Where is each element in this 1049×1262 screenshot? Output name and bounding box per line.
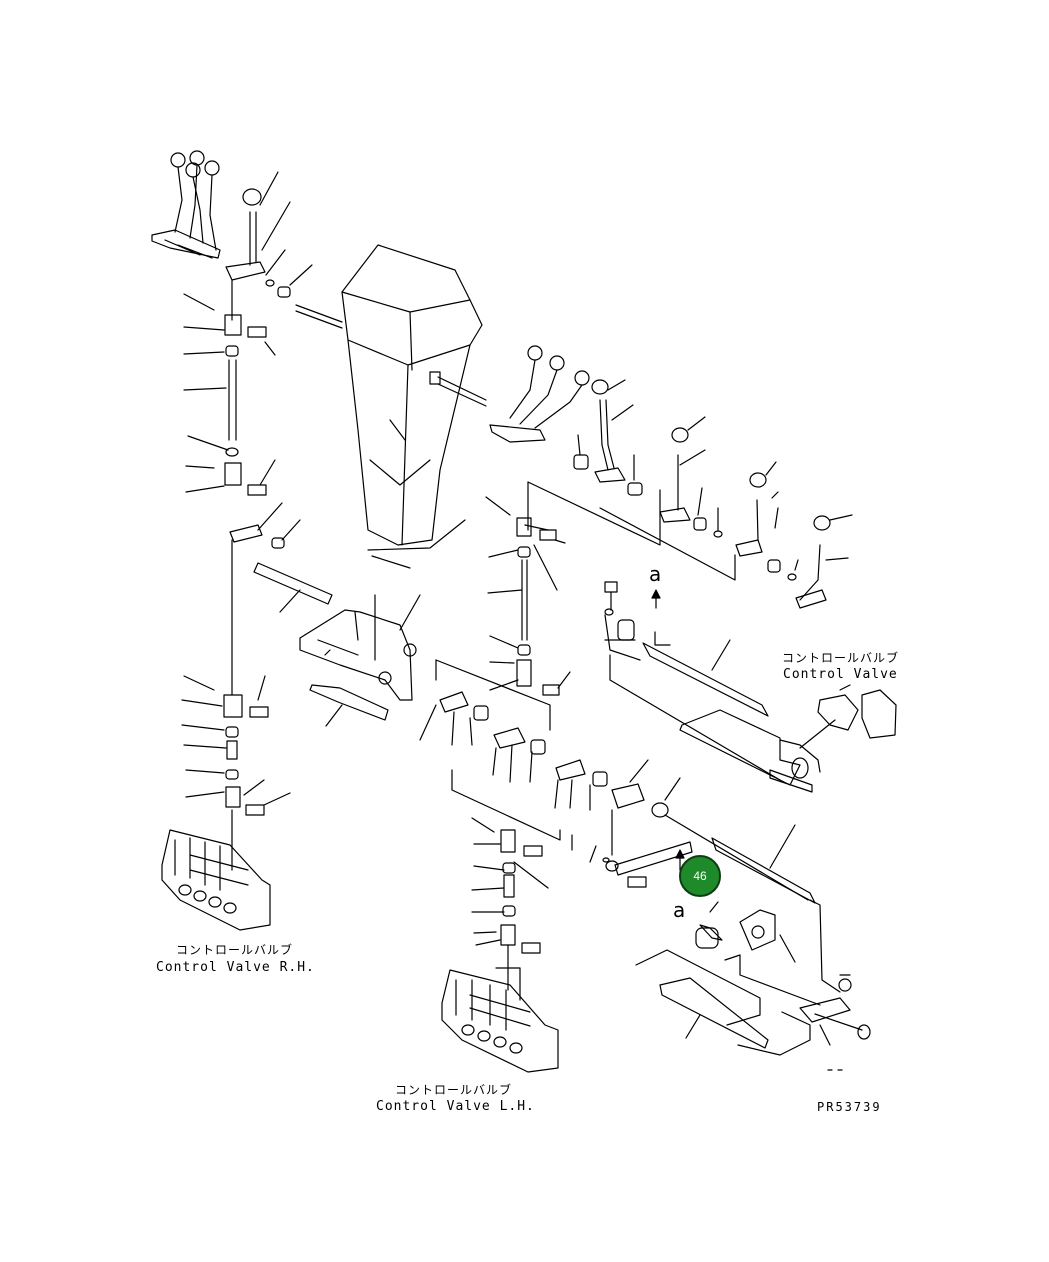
reference-letter-a-bottom: a <box>673 898 686 922</box>
control-valve-label-ja: コントロールバルブ <box>782 651 900 665</box>
reference-letter-a-top: a <box>649 562 662 586</box>
control-valve-label-en: Control Valve <box>783 667 898 682</box>
top-frame-lines <box>485 481 736 696</box>
center-console <box>295 244 487 569</box>
left-lever-group <box>151 150 291 321</box>
lower-right-linkage <box>589 809 871 1071</box>
lower-middle-rod <box>471 817 549 1001</box>
center-lever-group <box>489 345 853 609</box>
drawing-number: PR53739 <box>817 1100 882 1114</box>
control-valve-rh-label-ja: コントロールバルブ <box>176 943 294 957</box>
control-valve-lh-label-ja: コントロールバルブ <box>395 1083 513 1097</box>
middle-linkage <box>419 659 681 851</box>
reference-arrows <box>651 589 685 871</box>
right-rod-assembly <box>604 581 897 793</box>
control-valve-rh-drawing <box>161 829 271 931</box>
control-valve-lh-drawing <box>441 969 559 1073</box>
callout-46-label: 46 <box>693 869 707 883</box>
leader-lines-left <box>181 171 313 806</box>
control-valve-lh-label-en: Control Valve L.H. <box>376 1099 535 1114</box>
callout-46[interactable]: 46 <box>679 855 721 897</box>
control-valve-rh-label-en: Control Valve R.H. <box>156 960 315 975</box>
left-linkage-rod <box>223 314 285 871</box>
center-linkage <box>253 562 421 727</box>
